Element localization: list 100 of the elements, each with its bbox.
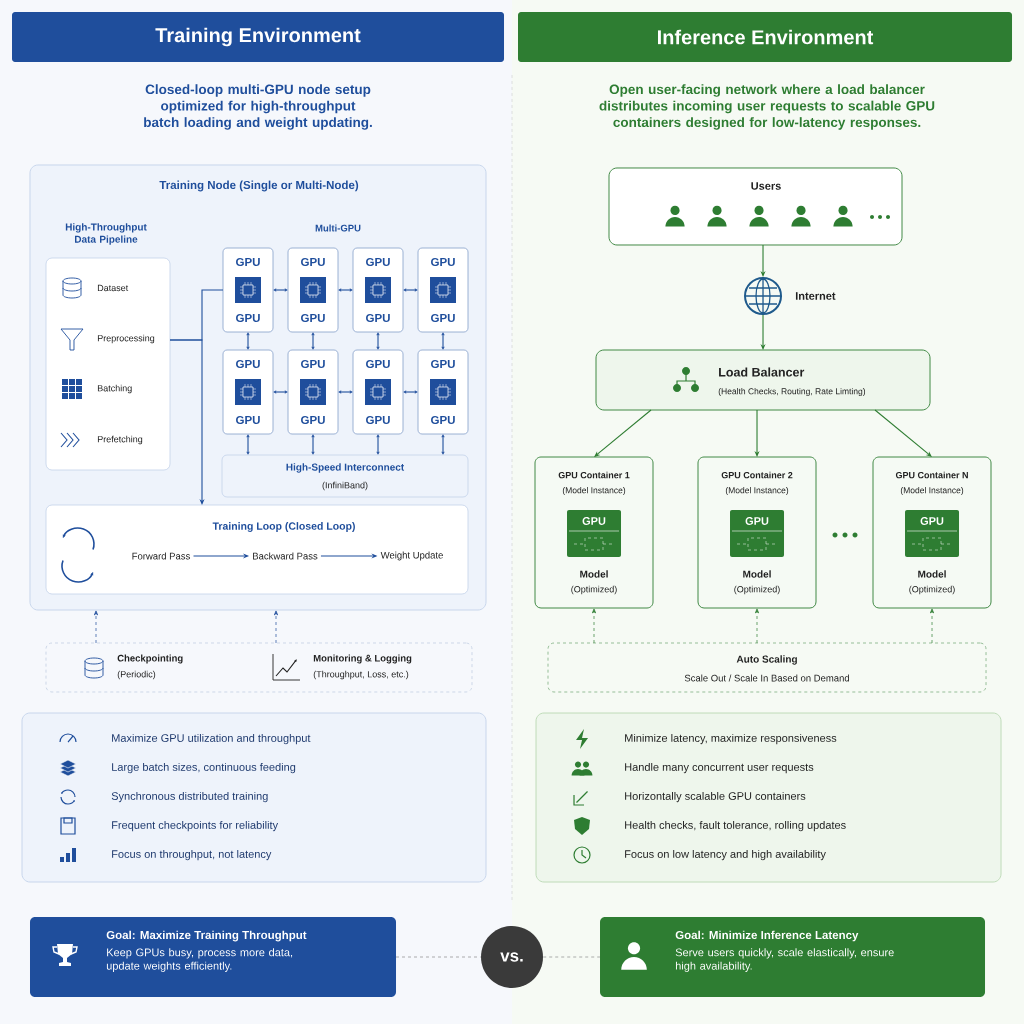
chip-label: GPU xyxy=(431,257,455,267)
box-title: Auto Scaling xyxy=(736,655,797,665)
gpu-card xyxy=(417,247,469,333)
item-subtitle: (Throughput, Loss, etc.) xyxy=(313,670,409,680)
gpu-chip xyxy=(730,510,784,557)
bullet-panel xyxy=(535,712,1002,883)
arrow xyxy=(376,434,380,455)
chip-label: GPU xyxy=(236,257,260,267)
gpu-card xyxy=(222,349,274,435)
item-title: Monitoring & Logging xyxy=(313,654,412,664)
header-banner xyxy=(518,12,1012,62)
arrow xyxy=(338,390,353,394)
arrow xyxy=(441,332,445,350)
bullet-text: Focus on throughput, not latency xyxy=(112,849,272,861)
subtitle: Open user-facing network where a load balancer distributes incoming user requests to scalable GPU containers designed for low-latency responses. xyxy=(599,84,935,130)
box-subtitle: (Optimized) xyxy=(909,585,955,595)
arrow xyxy=(338,288,353,292)
arrow xyxy=(311,332,315,350)
chip-label: GPU xyxy=(301,415,325,425)
chip-label: GPU xyxy=(920,517,944,525)
goal-title: Goal: Maximize Training Throughput xyxy=(106,930,307,942)
chip-label: GPU xyxy=(366,359,390,369)
users-box xyxy=(608,167,903,246)
arrow xyxy=(273,288,288,292)
arrow xyxy=(594,409,652,457)
box-subtitle: (Health Checks, Routing, Rate Limting) xyxy=(718,388,866,396)
arrow xyxy=(246,434,250,455)
vs-badge: vs. xyxy=(481,926,543,988)
section-heading: High-Throughput Data Pipeline xyxy=(65,223,147,245)
goal-text: Serve users quickly, scale elastically, ensure high availability. xyxy=(675,948,894,972)
bullet-panel xyxy=(21,712,487,883)
chip-label: GPU xyxy=(301,257,325,267)
item-label: Preprocessing xyxy=(97,334,155,344)
bullet-text: Maximize GPU utilization and throughput xyxy=(112,733,311,745)
bullet-text: Large batch sizes, continuous feeding xyxy=(112,762,296,774)
chip-label: GPU xyxy=(301,359,325,369)
arrow xyxy=(93,610,99,644)
bullet-text: Handle many concurrent user requests xyxy=(625,762,814,774)
header-title: Training Environment xyxy=(155,27,361,47)
box-title: Model xyxy=(580,570,608,578)
box-title: GPU Container 2 xyxy=(721,471,793,479)
chip-label: GPU xyxy=(431,415,455,425)
chip-label: GPU xyxy=(431,313,455,323)
loop-box xyxy=(45,504,469,595)
pipeline-box xyxy=(45,223,171,471)
box-title: Model xyxy=(918,570,946,578)
box-subtitle: (Model Instance) xyxy=(562,487,626,495)
goal-text: Keep GPUs busy, process more data, update weights efficiently. xyxy=(106,948,293,972)
arrow xyxy=(246,332,250,350)
box-subtitle: (InfiniBand) xyxy=(322,481,368,491)
bullet-text: Frequent checkpoints for reliability xyxy=(112,820,279,832)
box-title: High-Speed Interconnect xyxy=(286,463,405,473)
arrow xyxy=(311,434,315,455)
box-title: GPU Container N xyxy=(895,471,968,479)
item-subtitle: (Periodic) xyxy=(117,670,156,680)
header-banner xyxy=(12,12,504,62)
chip-label: GPU xyxy=(236,359,260,369)
bullet-text: Synchronous distributed training xyxy=(111,791,268,803)
chip-label: GPU xyxy=(236,415,260,425)
interconnect-box xyxy=(221,454,469,498)
gpu-card xyxy=(417,349,469,435)
box-subtitle: (Optimized) xyxy=(734,585,780,595)
arrow xyxy=(874,409,932,457)
gpu-card xyxy=(287,247,339,333)
arrow xyxy=(754,608,760,644)
gpu-card xyxy=(352,247,404,333)
step-label: Forward Pass xyxy=(132,552,190,560)
chip-label: GPU xyxy=(582,517,606,525)
bullet-text: Focus on low latency and high availability xyxy=(625,849,826,861)
chip-label: GPU xyxy=(366,257,390,267)
arrow xyxy=(273,610,279,644)
checkpoint-item xyxy=(84,654,183,680)
box-title: Load Balancer xyxy=(719,367,805,377)
monitoring-item xyxy=(272,653,412,681)
box-subtitle: (Optimized) xyxy=(571,585,617,595)
dashed-box xyxy=(45,642,473,693)
box-subtitle: (Model Instance) xyxy=(725,487,789,495)
gpu-card xyxy=(352,349,404,435)
gpu-chip xyxy=(905,510,959,557)
box-title: Training Loop (Closed Loop) xyxy=(212,522,355,532)
chip-label: GPU xyxy=(366,313,390,323)
chip-label: GPU xyxy=(431,359,455,369)
goal-title: Goal: Minimize Inference Latency xyxy=(675,930,859,942)
header-title: Inference Environment xyxy=(658,29,874,45)
bullet-text: Health checks, fault tolerance, rolling updates xyxy=(625,820,846,832)
goal-banner xyxy=(30,917,396,997)
gpu-card xyxy=(222,247,274,333)
bullet-text: Horizontally scalable GPU containers xyxy=(625,791,806,803)
panel-title: Training Node (Single or Multi-Node) xyxy=(159,180,359,192)
bullet-text: Minimize latency, maximize responsiveness xyxy=(625,733,837,745)
arrow xyxy=(403,390,418,394)
globe-caption: Internet xyxy=(795,292,836,300)
box-title: GPU Container 1 xyxy=(558,471,630,479)
chip-label: GPU xyxy=(301,313,325,323)
box-subtitle: (Model Instance) xyxy=(900,487,964,495)
step-label: Weight Update xyxy=(380,551,443,561)
load-balancer-box xyxy=(595,349,931,411)
arrow xyxy=(403,288,418,292)
goal-banner xyxy=(600,917,985,997)
chip-label: GPU xyxy=(745,517,769,525)
